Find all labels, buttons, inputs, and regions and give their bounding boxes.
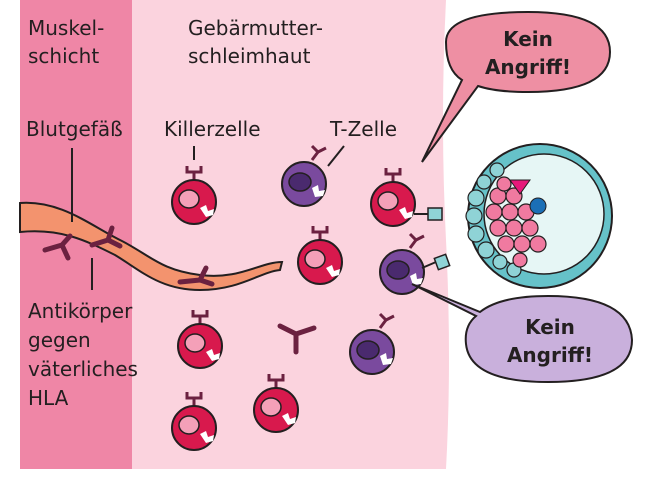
label-muscle-line1: Muskel- xyxy=(28,16,104,40)
embryo xyxy=(465,143,613,289)
blood-vessel xyxy=(19,201,284,292)
antibody-in-vessel xyxy=(89,225,123,249)
receptor-connector xyxy=(433,253,451,271)
t-cell-pointer xyxy=(327,145,345,167)
bubble-top-line1: Kein xyxy=(503,27,553,51)
speech-bubble-bottom xyxy=(411,283,634,384)
speech-bubble-top xyxy=(421,10,612,163)
label-muscle-line2: schicht xyxy=(28,44,99,68)
bubble-bottom-line1: Kein xyxy=(525,315,575,339)
bubble-bottom-line2: Angriff! xyxy=(507,343,593,367)
antibody-in-vessel xyxy=(42,233,73,261)
label-antibody-line3: väterliches xyxy=(28,357,138,381)
label-antibody-line4: HLA xyxy=(28,386,69,410)
receptor-connector xyxy=(427,207,443,221)
label-blood-vessel: Blutgefäß xyxy=(26,117,123,141)
label-antibody-line1: Antikörper xyxy=(28,299,133,323)
label-t-cell: T-Zelle xyxy=(329,117,397,141)
label-antibody-line2: gegen xyxy=(28,328,91,352)
free-antibody xyxy=(277,323,317,355)
antibody-in-vessel xyxy=(177,265,215,287)
label-killer-cell: Killerzelle xyxy=(164,117,261,141)
label-uterus-line1: Gebärmutter- xyxy=(188,16,323,40)
bubble-top-line2: Angriff! xyxy=(485,55,571,79)
label-uterus-line2: schleimhaut xyxy=(188,44,311,68)
